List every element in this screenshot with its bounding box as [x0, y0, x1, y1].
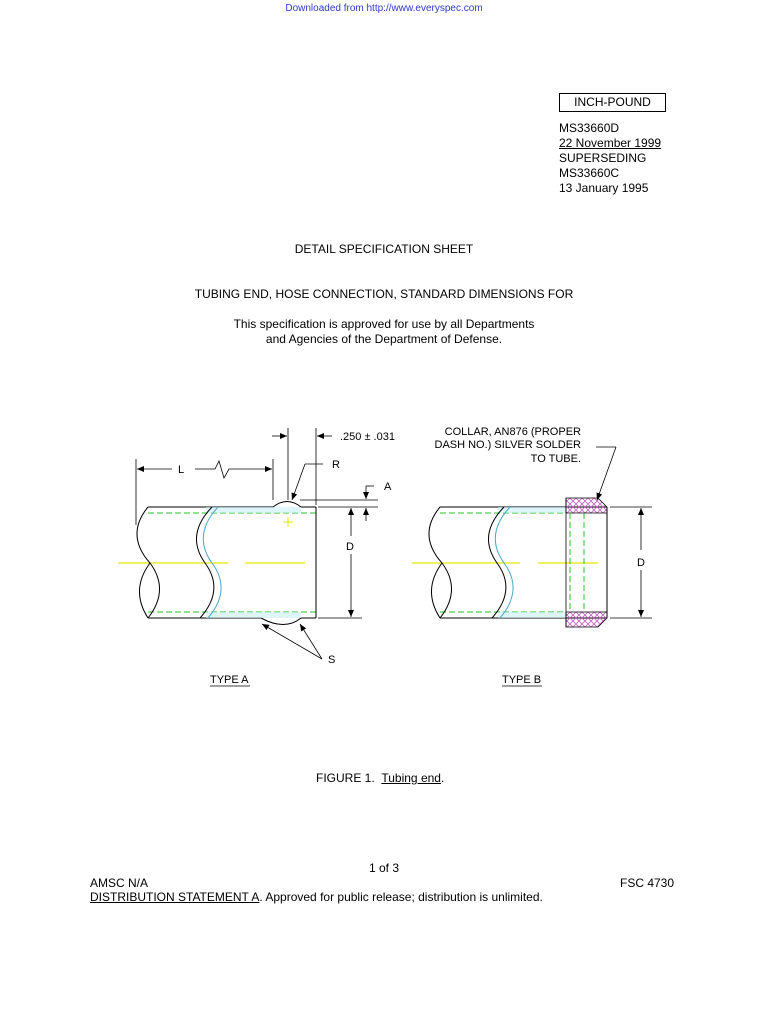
type-b-drawing: COLLAR, AN876 (PROPER DASH NO.) SILVER S… — [412, 426, 652, 687]
figure-caption-title: Tubing end — [381, 771, 441, 785]
distribution-statement-label: DISTRIBUTION STATEMENT A — [90, 890, 260, 904]
amsc-label: AMSC N/A — [90, 876, 149, 890]
sheet-type-heading: DETAIL SPECIFICATION SHEET — [294, 242, 474, 256]
approval-statement-line-1: This specification is approved for use b… — [233, 317, 535, 331]
superseding-label: SUPERSEDING — [559, 151, 647, 165]
dimension-label-r: R — [332, 459, 340, 471]
document-number: MS33660D — [559, 121, 620, 135]
previous-document-date: 13 January 1995 — [559, 181, 649, 195]
type-a-drawing: L .250 ± .031 R A D S TYPE A — [118, 428, 395, 687]
figure-caption-prefix: FIGURE 1. — [316, 771, 375, 785]
dimension-label-d-type-b: D — [637, 557, 645, 569]
inch-pound-badge: INCH-POUND — [559, 93, 666, 112]
dimension-label-s: S — [328, 654, 335, 666]
dimension-label-l: L — [178, 464, 184, 476]
figure-caption: FIGURE 1. Tubing end. — [316, 771, 444, 785]
fsc-label: FSC 4730 — [620, 876, 675, 890]
dimension-label-a: A — [384, 481, 392, 493]
specification-title: TUBING END, HOSE CONNECTION, STANDARD DI… — [194, 287, 574, 301]
download-link[interactable]: Downloaded from http://www.everyspec.com — [285, 3, 483, 14]
collar-note-line-2: DASH NO.) SILVER SOLDER — [435, 439, 582, 451]
collar-note-line-3: TO TUBE. — [531, 453, 581, 465]
type-a-label: TYPE A — [210, 674, 249, 686]
distribution-statement-text: . Approved for public release; distribut… — [259, 890, 543, 904]
document-date: 22 November 1999 — [559, 136, 662, 150]
dimension-label-d-type-a: D — [346, 541, 354, 553]
previous-document-number: MS33660C — [559, 166, 620, 180]
figure-caption-suffix: . — [440, 771, 445, 785]
collar-note-line-1: COLLAR, AN876 (PROPER — [445, 426, 581, 438]
approval-statement-line-2: and Agencies of the Department of Defens… — [265, 332, 503, 346]
distribution-statement: DISTRIBUTION STATEMENT A. Approved for p… — [90, 890, 543, 904]
tubing-end-figure: L .250 ± .031 R A D S TYPE A — [118, 426, 652, 687]
dimension-label-width: .250 ± .031 — [340, 431, 395, 443]
page-number: 1 of 3 — [368, 861, 400, 875]
type-b-label: TYPE B — [502, 674, 541, 686]
